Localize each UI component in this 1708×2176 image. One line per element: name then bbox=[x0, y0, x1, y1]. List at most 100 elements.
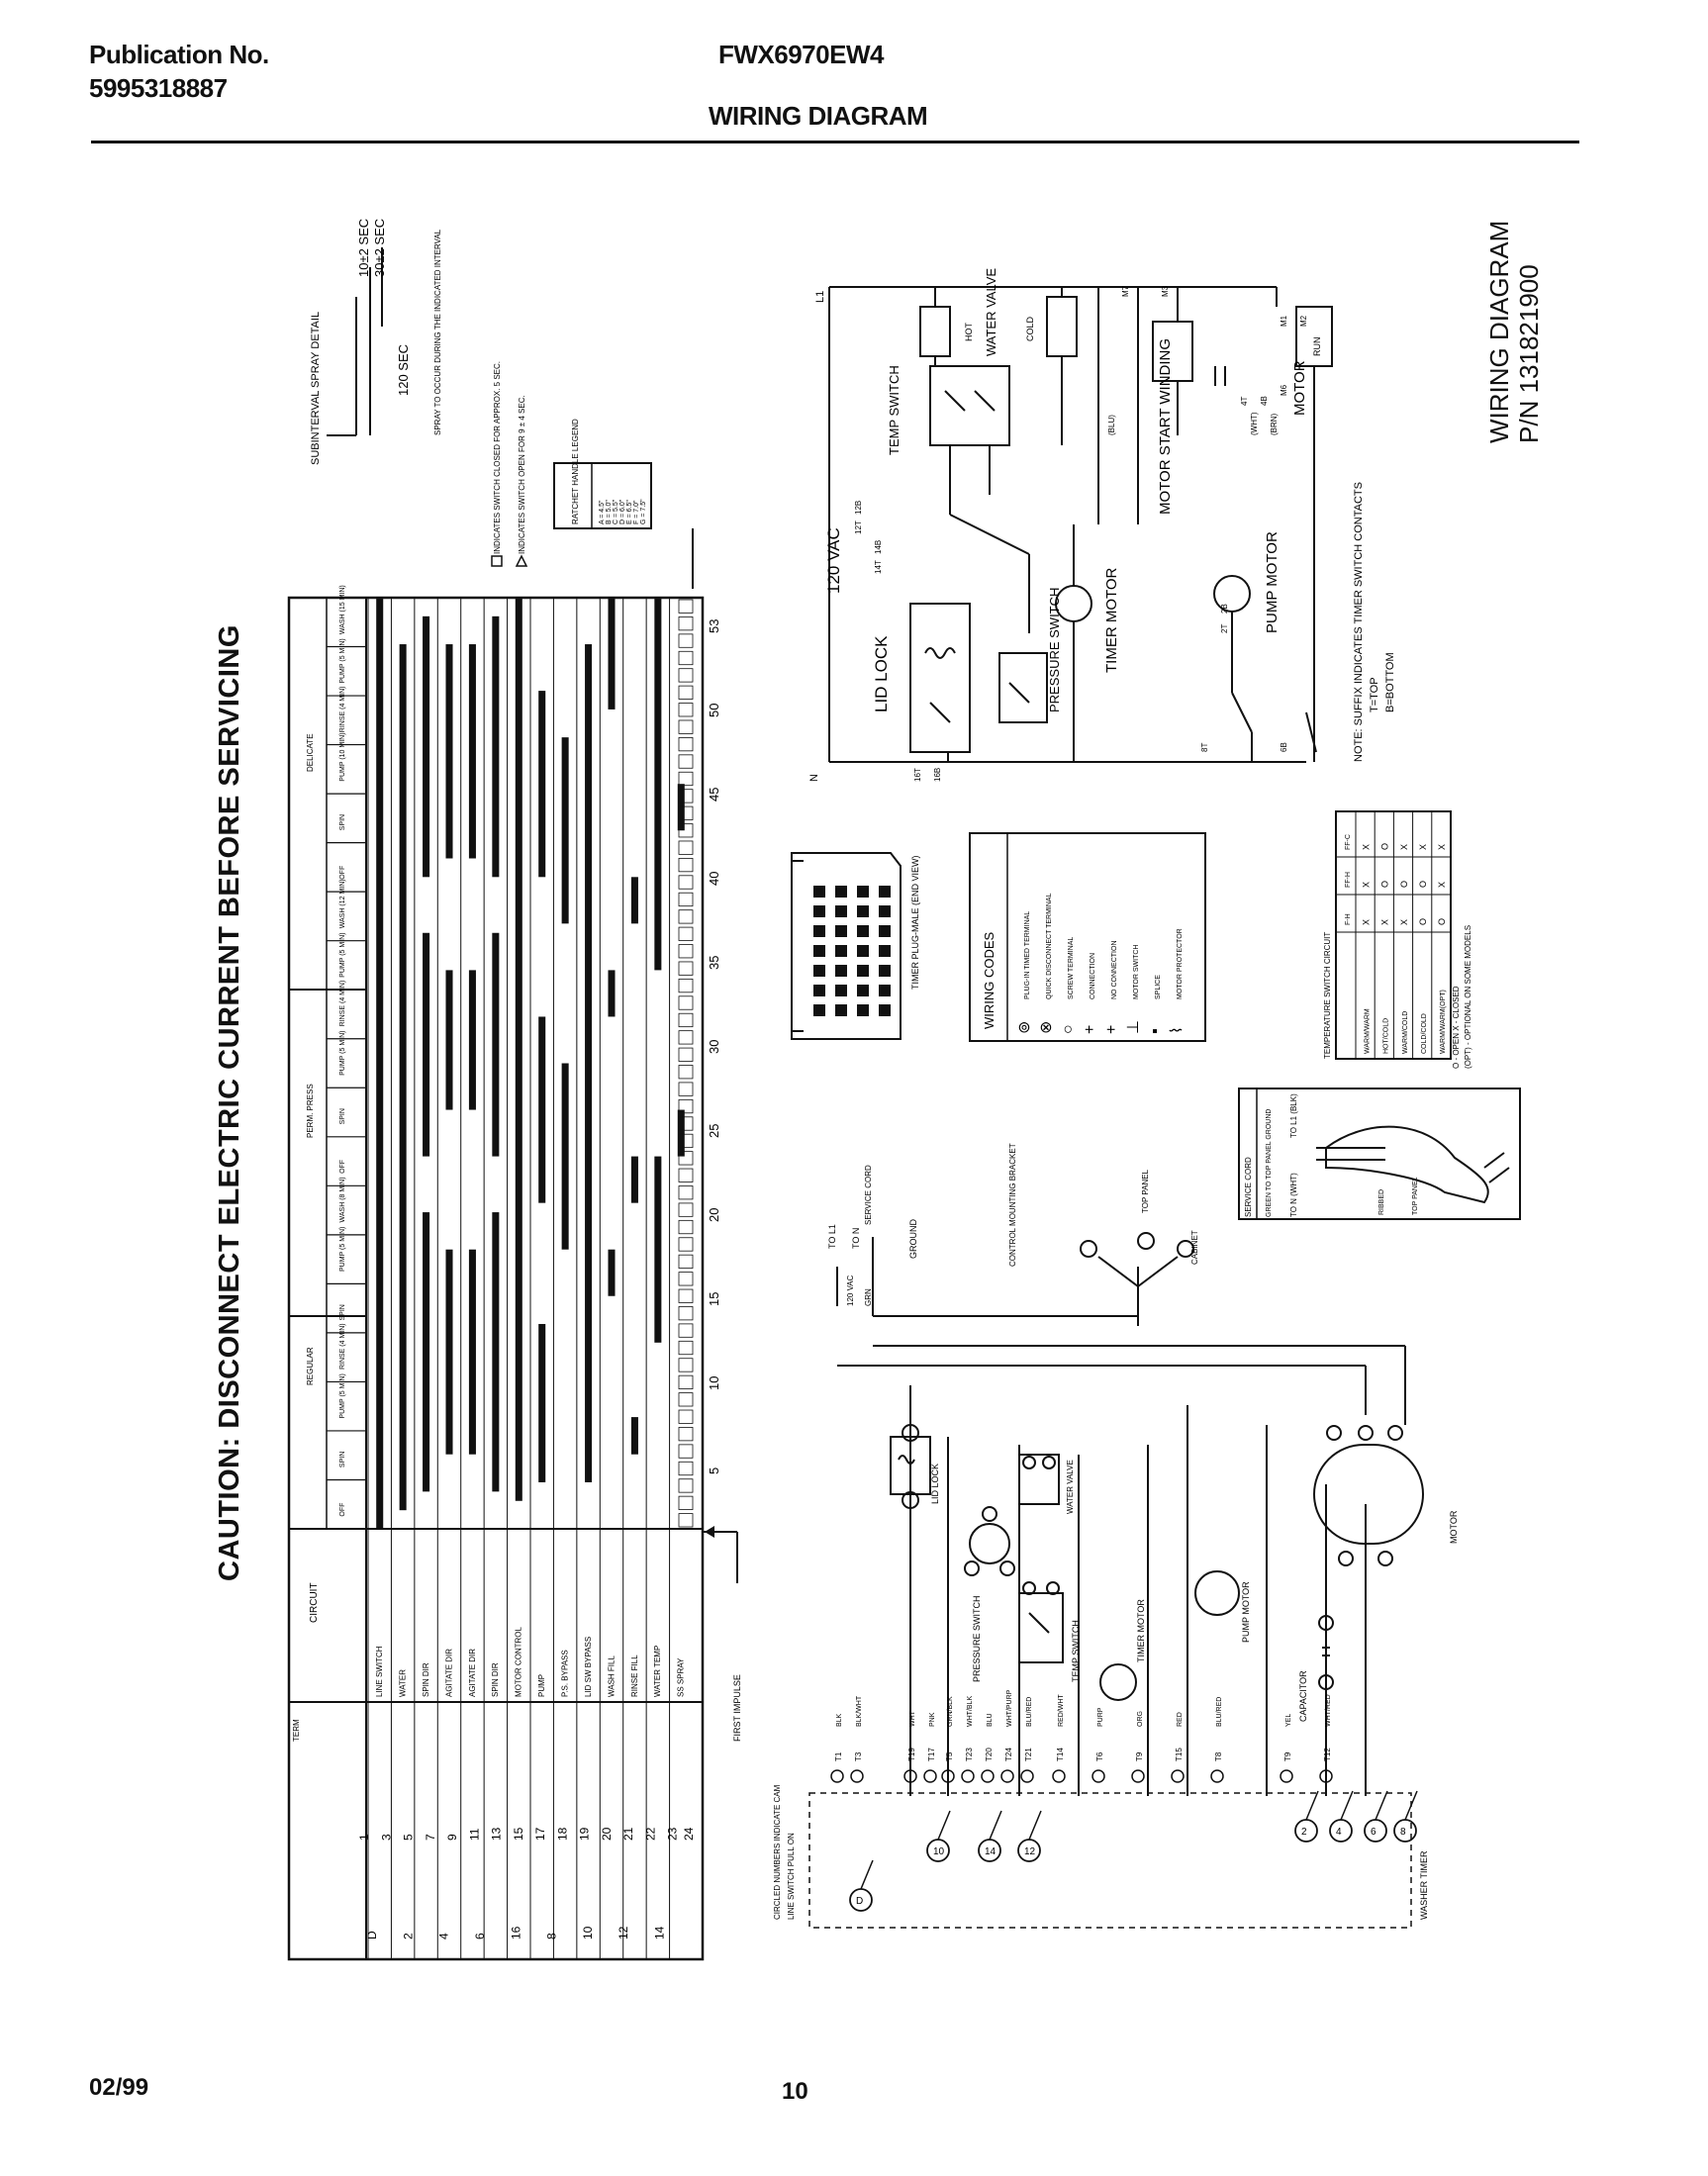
wiring-code-symbol-icon: ▪ bbox=[1147, 1028, 1164, 1034]
timer-contact-bar bbox=[561, 737, 569, 924]
ratchet-cell bbox=[678, 668, 694, 683]
line-switch-label: LINE SWITCH PULL ON bbox=[787, 1833, 796, 1920]
term-a: 16 bbox=[509, 1926, 522, 1939]
ratchet-cell bbox=[678, 875, 694, 890]
terminal-label: T12 bbox=[1323, 1748, 1332, 1761]
ratchet-cell bbox=[678, 719, 694, 734]
position-number: 10 bbox=[707, 1376, 721, 1390]
plug-pin bbox=[857, 1004, 869, 1016]
ratchet-cell bbox=[678, 1254, 694, 1270]
step-label: OFF bbox=[339, 866, 346, 880]
spray-detail bbox=[327, 247, 383, 436]
circuit-name: SPIN DIR bbox=[422, 1662, 430, 1697]
step-label: SPIN bbox=[339, 814, 346, 830]
temp-switch-label: TEMP SWITCH bbox=[887, 365, 901, 455]
cam-number: 12 bbox=[1024, 1846, 1036, 1857]
circuit-name: RINSE FILL bbox=[630, 1655, 639, 1697]
ratchet-cell bbox=[678, 823, 694, 838]
ratchet-cell bbox=[678, 1237, 694, 1252]
ratchet-cell bbox=[678, 1098, 694, 1114]
position-number: 30 bbox=[707, 1040, 721, 1054]
contact-label: 12T bbox=[854, 520, 863, 534]
wire-color-label: BLU/RED bbox=[1216, 1697, 1223, 1727]
pictorial-grn-1: GRN bbox=[864, 1288, 873, 1306]
cycle-label: REGULAR bbox=[306, 1347, 315, 1385]
ratchet-cell bbox=[678, 1082, 694, 1096]
pictorial-motor: MOTOR bbox=[1449, 1510, 1459, 1544]
publication-number: 5995318887 bbox=[89, 73, 228, 103]
open-triangle-icon bbox=[515, 554, 528, 567]
temp-cell: X bbox=[1437, 882, 1447, 888]
cold-label: COLD bbox=[1025, 316, 1035, 341]
wiring-code-symbol-icon: ⊚ bbox=[1016, 1021, 1033, 1034]
cam-number: 4 bbox=[1336, 1827, 1342, 1838]
service-cord-title: SERVICE CORD bbox=[1244, 1157, 1253, 1217]
terminal-label: T14 bbox=[1056, 1748, 1065, 1761]
ratchet-cell bbox=[678, 599, 694, 614]
position-number: 35 bbox=[707, 956, 721, 970]
timer-contact-bar bbox=[468, 1249, 476, 1455]
ratchet-cell bbox=[678, 840, 694, 855]
step-label: PUMP (5 MIN) bbox=[339, 1227, 346, 1272]
circuit-name: SPIN DIR bbox=[491, 1662, 500, 1697]
first-impulse-label: FIRST IMPULSE bbox=[732, 1674, 742, 1742]
plug-pin bbox=[813, 905, 825, 917]
header-rule bbox=[91, 141, 1579, 143]
wiring-codes-title: WIRING CODES bbox=[982, 931, 996, 1029]
plug-pin bbox=[879, 886, 891, 898]
ratchet-cell bbox=[678, 1513, 694, 1528]
pictorial-temp-switch: TEMP SWITCH bbox=[1071, 1620, 1081, 1682]
wire-color-label: RED/WHT bbox=[1058, 1694, 1065, 1727]
step-label: RINSE (4 MIN) bbox=[339, 1323, 346, 1370]
motor-label: MOTOR bbox=[1291, 360, 1308, 416]
timer-contact-bar bbox=[561, 1063, 569, 1250]
ratchet-cell bbox=[678, 754, 694, 769]
terminal-connector bbox=[1052, 1769, 1066, 1783]
model-number: FWX6970EW4 bbox=[718, 40, 884, 69]
timer-contact-bar bbox=[492, 1212, 500, 1492]
wiring-code-symbol-icon: + bbox=[1082, 1025, 1098, 1034]
timer-contact-bar bbox=[538, 1016, 546, 1203]
timer-contact-bar bbox=[608, 970, 616, 1017]
cabinet-label: CABINET bbox=[1190, 1230, 1199, 1265]
plug-pin bbox=[813, 965, 825, 977]
washer-timer-label: WASHER TIMER bbox=[1419, 1850, 1429, 1920]
pictorial-pressure-switch: PRESSURE SWITCH bbox=[972, 1595, 982, 1682]
ratchet-cell bbox=[678, 1427, 694, 1442]
timer-contact-bar bbox=[445, 1249, 453, 1455]
terminal-connector bbox=[1210, 1769, 1224, 1783]
term-a: 6 bbox=[473, 1933, 487, 1939]
timer-plug-pins bbox=[813, 886, 891, 1016]
plug-pin bbox=[835, 945, 847, 957]
timer-contact-bar bbox=[423, 1212, 430, 1492]
timer-contact-bar bbox=[399, 644, 407, 1511]
timer-contact-bar bbox=[468, 644, 476, 859]
wiring-code-label: SCREW TERMINAL bbox=[1068, 937, 1075, 999]
step-label: WASH (12 MIN) bbox=[339, 879, 346, 928]
term-b: 19 bbox=[578, 1827, 592, 1841]
position-number: 50 bbox=[707, 704, 721, 717]
wire-color-label: PNK bbox=[929, 1712, 936, 1727]
terminal-connector bbox=[981, 1769, 995, 1783]
timer-contact-bar bbox=[538, 1323, 546, 1482]
terminal-label: T1 bbox=[834, 1751, 843, 1761]
top-panel-label: TOP PANEL bbox=[1141, 1169, 1150, 1213]
term-b: 18 bbox=[555, 1827, 569, 1841]
ratchet-legend-box bbox=[553, 462, 652, 529]
temp-row-name: WARM/WARM bbox=[1364, 1008, 1371, 1054]
position-number: 25 bbox=[707, 1124, 721, 1138]
temp-col-header: FF-C bbox=[1345, 834, 1352, 850]
timer-contact-bar bbox=[608, 598, 616, 710]
timer-contact-bar bbox=[677, 1109, 685, 1157]
circuit-name: MOTOR CONTROL bbox=[515, 1626, 523, 1697]
ratchet-cell bbox=[678, 1151, 694, 1166]
ratchet-cell bbox=[678, 1219, 694, 1235]
terminal-label: T19 bbox=[907, 1748, 916, 1761]
step-label: WASH (8 MIN) bbox=[339, 1177, 346, 1222]
plug-pin bbox=[835, 905, 847, 917]
step-label: SPIN bbox=[339, 1304, 346, 1320]
position-number: 40 bbox=[707, 872, 721, 886]
ratchet-cell bbox=[678, 789, 694, 804]
